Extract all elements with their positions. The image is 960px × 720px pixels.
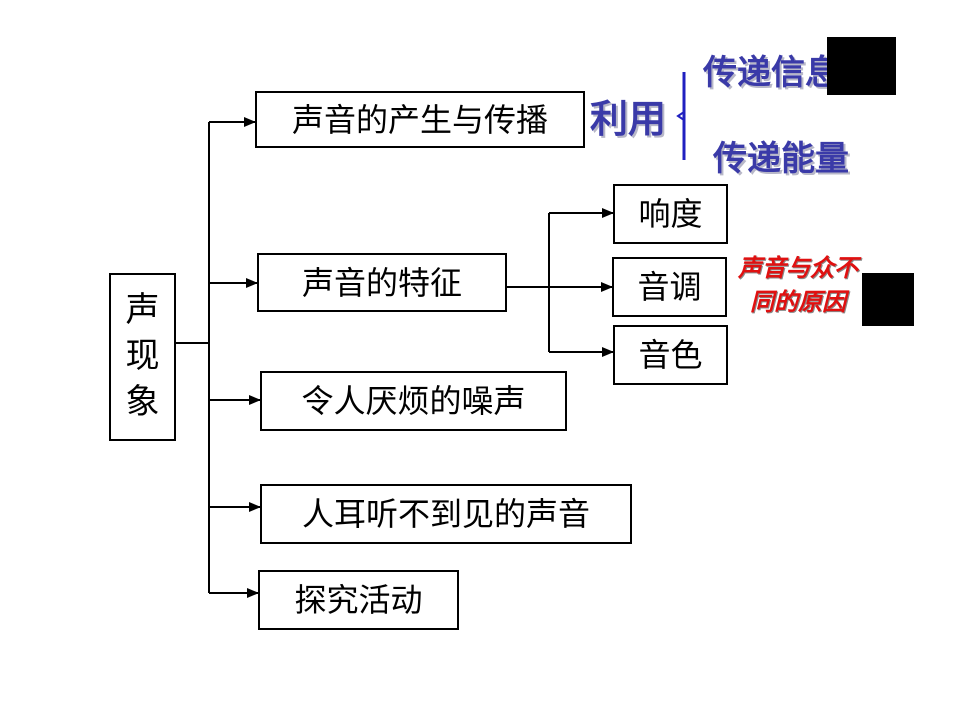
timbre-note-line2: 同的原因 [750, 287, 846, 316]
use-energy: 传递能量 [713, 139, 849, 179]
uses-brace-tip [676, 111, 685, 121]
branch-inaudible: 人耳听不到见的声音 [260, 484, 632, 544]
root-char-1: 声 [125, 290, 160, 331]
branch-noise: 令人厌烦的噪声 [260, 371, 567, 431]
timbre-note: 声音与众不 同的原因 [738, 252, 858, 319]
use-information: 传递信息 [703, 53, 839, 93]
branch-activity: 探究活动 [258, 570, 459, 630]
feature-timbre: 音色 [613, 325, 728, 385]
root-char-2: 现 [125, 336, 160, 377]
timbre-note-line1: 声音与众不 [738, 254, 858, 282]
use-label: 利用 [590, 97, 667, 141]
black-block-middle [862, 273, 914, 326]
black-block-top [827, 37, 896, 95]
feature-loudness: 响度 [613, 184, 728, 244]
branch-production: 声音的产生与传播 [255, 91, 585, 148]
branch-features: 声音的特征 [257, 253, 507, 312]
root-char-3: 象 [125, 381, 160, 422]
root-node: 声 现 象 [109, 273, 176, 441]
feature-pitch: 音调 [612, 257, 727, 317]
